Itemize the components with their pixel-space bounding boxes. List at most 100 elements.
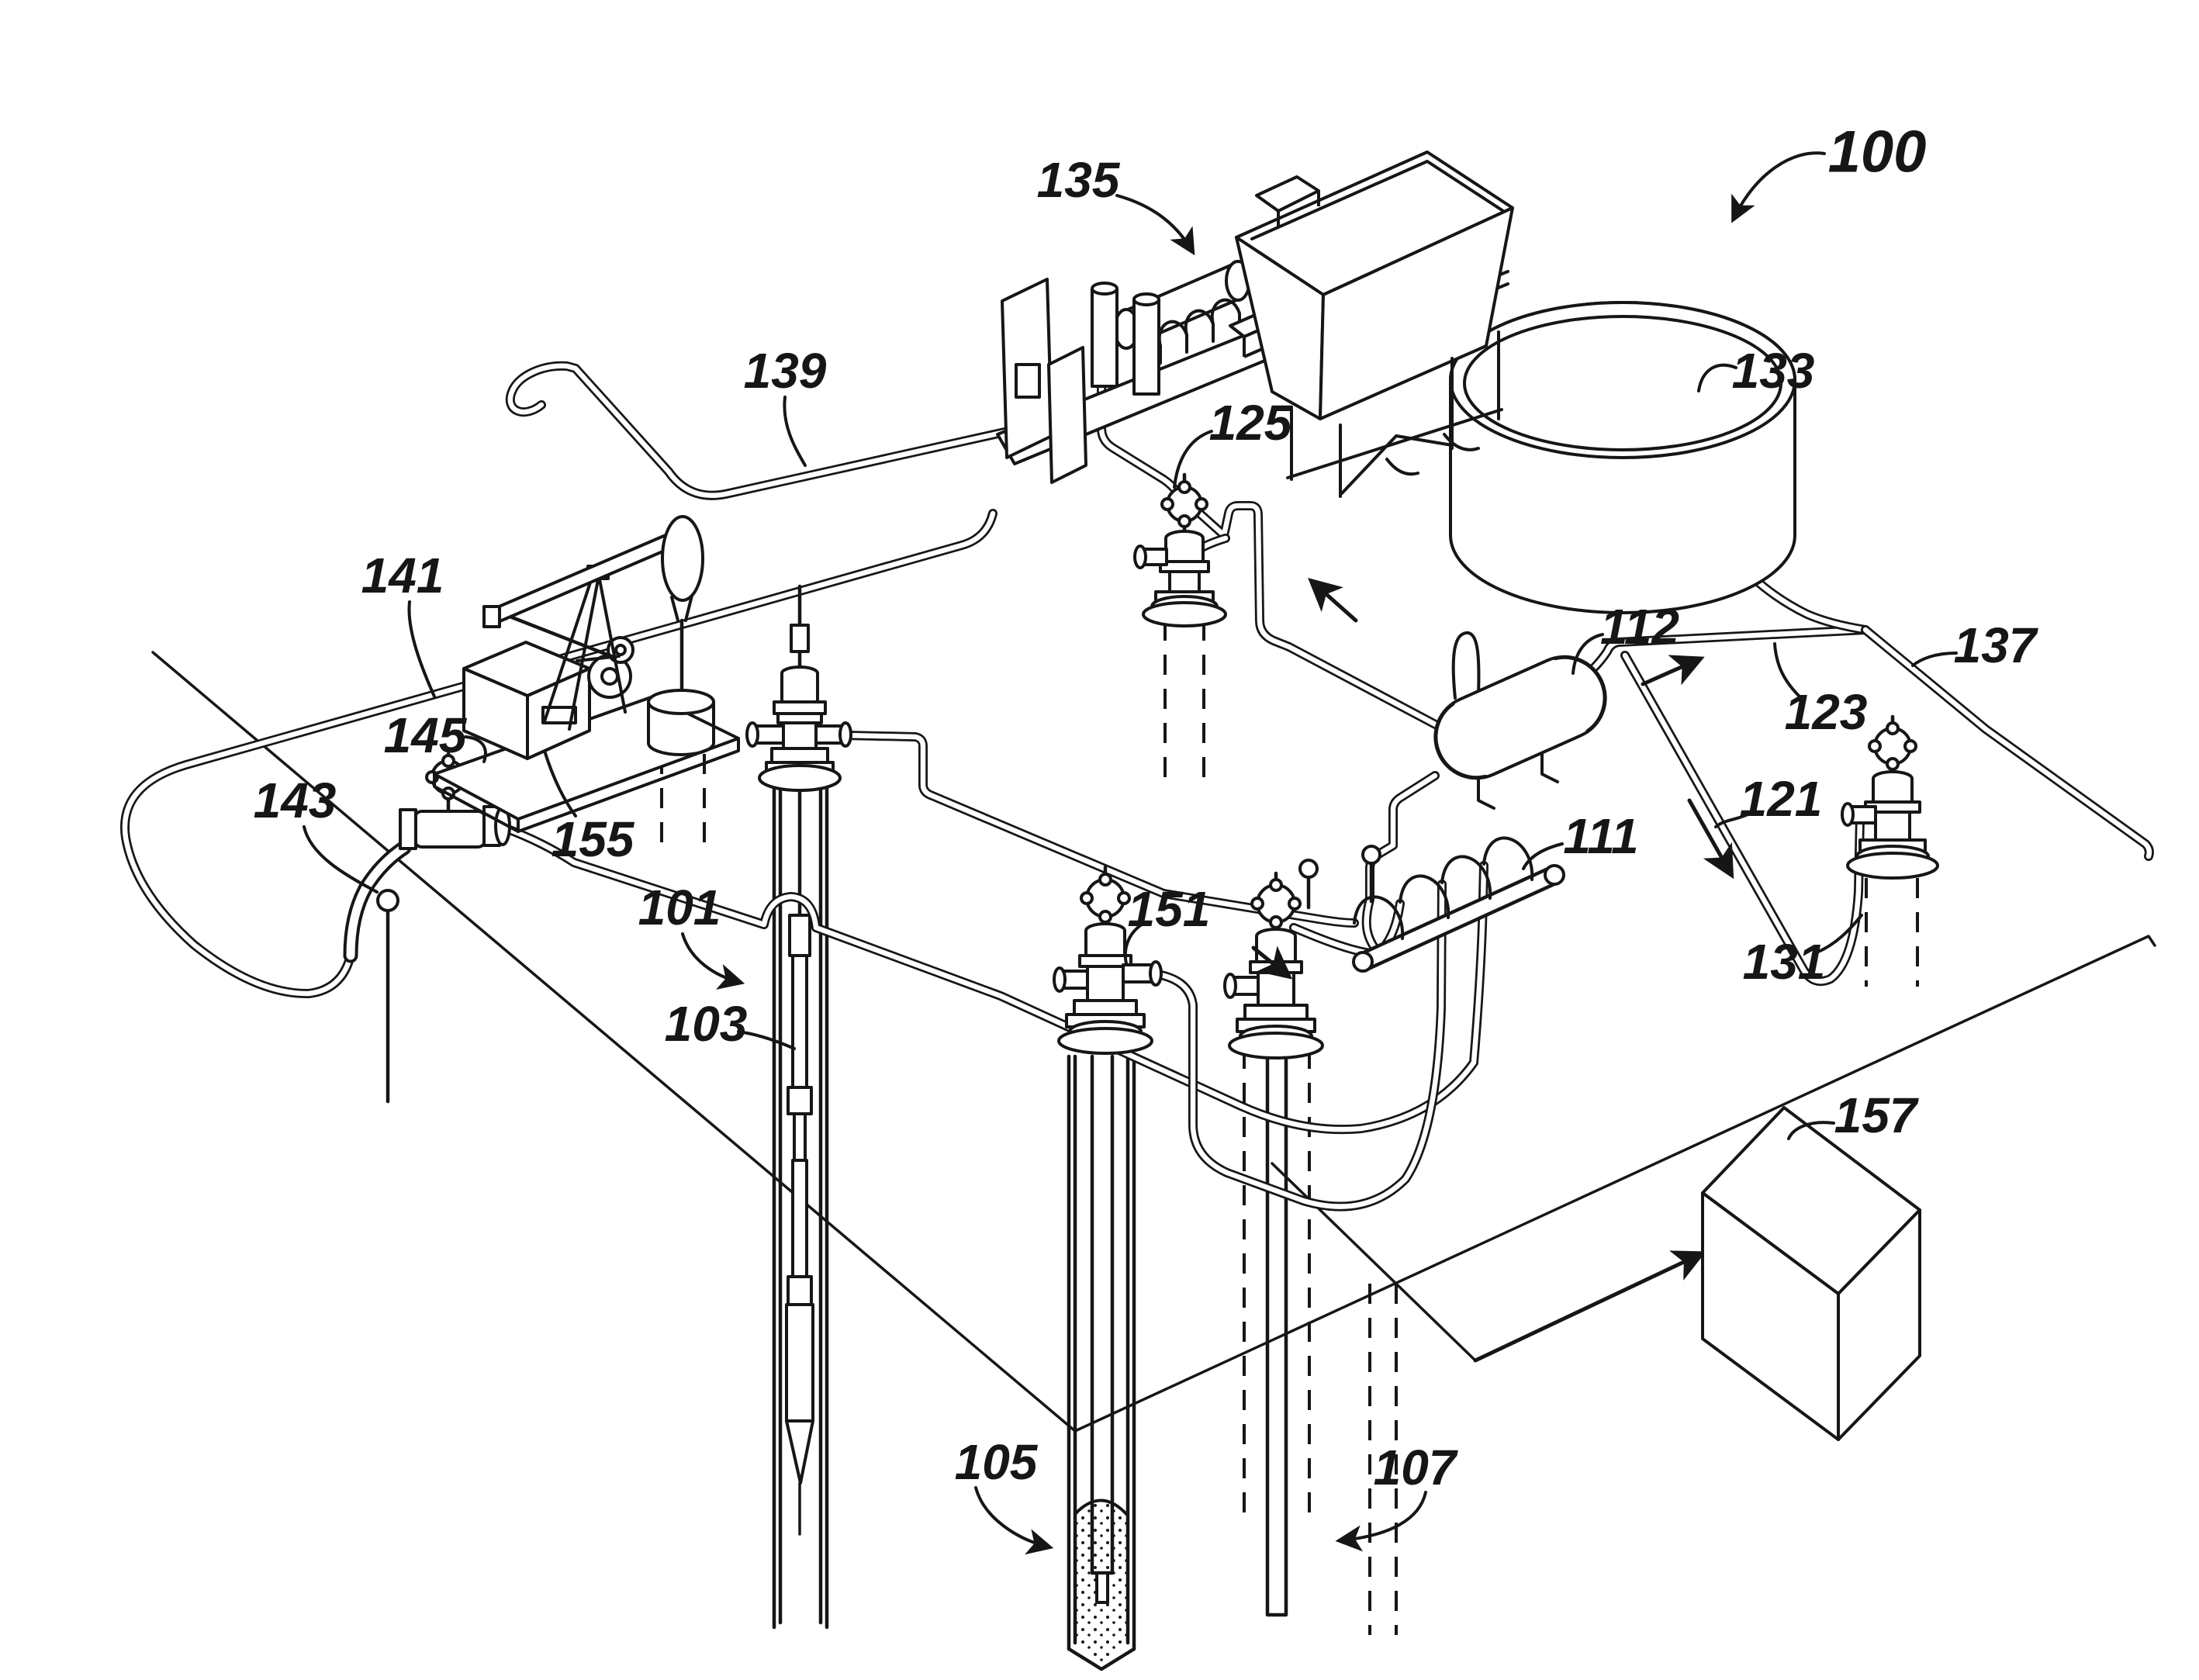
label-103: 103 — [665, 996, 796, 1052]
label-111: 111 — [1522, 808, 1639, 870]
wellhead-131 — [1841, 714, 1939, 880]
skid-cylinder-2 — [1132, 299, 1160, 396]
label-135-text: 135 — [1037, 152, 1121, 208]
valve-145-body — [413, 810, 487, 849]
label-133: 133 — [1697, 343, 1815, 399]
pump-unit-panel — [1015, 363, 1041, 399]
line-to-controller-arrow — [1473, 1250, 1706, 1363]
label-157: 157 — [1787, 1087, 1920, 1143]
tank-133 — [1449, 301, 1796, 614]
label-137: 137 — [1911, 617, 2039, 673]
wellbore-105 — [1067, 1054, 1136, 1671]
motor-box-right — [526, 667, 591, 760]
box-157-right — [1837, 1208, 1921, 1441]
separator-legs — [1477, 752, 1559, 810]
separator-112 — [1433, 631, 1607, 810]
manifold-111 — [1352, 836, 1565, 973]
label-111-text: 111 — [1563, 808, 1638, 864]
hopper-legs — [1286, 330, 1503, 498]
label-101-text: 101 — [638, 880, 721, 935]
label-125: 125 — [1173, 395, 1293, 489]
proppant-hopper-right — [1319, 206, 1514, 420]
tree-base-flange — [758, 764, 842, 792]
label-100-text: 100 — [1828, 119, 1927, 185]
label-123: 123 — [1773, 642, 1867, 740]
manifold-riser-ball — [1361, 845, 1381, 865]
pumpjack-155 — [433, 515, 740, 833]
manifold-loop-1 — [1353, 895, 1405, 940]
marker-post-143 — [376, 889, 399, 1104]
label-141: 141 — [361, 548, 444, 698]
manifold-loop-4 — [1482, 836, 1534, 881]
flow-arrow-wellhead-107 — [1251, 945, 1293, 980]
beam-tail — [482, 605, 501, 628]
pipelines — [125, 366, 2149, 1207]
flow-arrows — [1251, 577, 1734, 980]
label-155: 155 — [543, 749, 635, 867]
label-112: 112 — [1571, 599, 1679, 675]
label-141-text: 141 — [361, 548, 444, 603]
walking-beam — [490, 529, 684, 624]
pump-unit-box — [1001, 278, 1053, 459]
pump-unit-box-2 — [1047, 346, 1087, 484]
label-143: 143 — [254, 773, 379, 894]
label-155-text: 155 — [551, 811, 635, 867]
wellhead-107 — [1223, 859, 1324, 1060]
wellhead-151 — [1053, 865, 1163, 1055]
label-151-text: 151 — [1128, 881, 1211, 937]
label-131-text: 131 — [1743, 934, 1826, 990]
label-139-text: 139 — [744, 343, 827, 399]
discharge-manifold-loops — [1157, 298, 1241, 365]
stuffing-box-top — [647, 689, 715, 715]
flow-arrow-123 — [1641, 655, 1705, 686]
wellbore-107 — [1243, 1046, 1398, 1635]
label-135: 135 — [1037, 152, 1195, 256]
hopper-hatch — [1255, 175, 1320, 226]
bridle-cables — [670, 594, 693, 622]
pitman-arm — [506, 614, 617, 660]
manifold-loop-2 — [1399, 874, 1450, 919]
stuffing-box-body — [647, 700, 715, 756]
label-107-text: 107 — [1374, 1440, 1459, 1495]
label-131: 131 — [1743, 914, 1863, 990]
label-121-text: 121 — [1740, 771, 1823, 827]
label-145: 145 — [384, 707, 487, 763]
flow-arrow-121 — [1687, 798, 1734, 880]
label-103-text: 103 — [665, 996, 748, 1052]
ground-edge-left — [151, 651, 1077, 1433]
wellhead-101-tree — [745, 584, 852, 792]
flow-arrow-treating-line — [1308, 577, 1358, 623]
frame-skirts — [1385, 433, 1480, 476]
ground-edge-right — [1074, 935, 2156, 1433]
controller-box-157 — [1701, 1106, 1921, 1441]
label-133-text: 133 — [1732, 343, 1815, 399]
samson-post — [543, 574, 627, 731]
manifold-loop-3 — [1440, 855, 1492, 900]
horsehead — [661, 515, 704, 602]
motor-detail — [541, 706, 577, 724]
label-105-text: 105 — [955, 1434, 1039, 1490]
wellbore-103 — [772, 778, 829, 1630]
wellhead-107-riser-ball — [1298, 859, 1319, 879]
label-101: 101 — [638, 880, 745, 990]
label-139: 139 — [744, 343, 827, 467]
label-125-text: 125 — [1209, 395, 1293, 451]
well-guide-dashes — [660, 620, 1919, 987]
ground-boundary-lines — [151, 651, 2156, 1433]
frac-equipment-135 — [996, 150, 1514, 498]
label-105: 105 — [955, 1434, 1054, 1555]
label-151: 151 — [1123, 881, 1211, 965]
label-145-text: 145 — [384, 707, 468, 763]
label-112-text: 112 — [1600, 599, 1679, 655]
separator-relief-loop — [1451, 631, 1481, 700]
label-100: 100 — [1731, 119, 1927, 223]
ground-edge-inner — [1271, 1162, 1477, 1362]
skid-cylinder-1 — [1091, 289, 1119, 388]
reference-labels: 100 133 135 139 141 125 112 137 — [254, 119, 2039, 1555]
label-121: 121 — [1714, 771, 1823, 828]
label-157-text: 157 — [1834, 1087, 1920, 1143]
label-137-text: 137 — [1954, 617, 2039, 673]
wellhead-125 — [1133, 472, 1227, 627]
